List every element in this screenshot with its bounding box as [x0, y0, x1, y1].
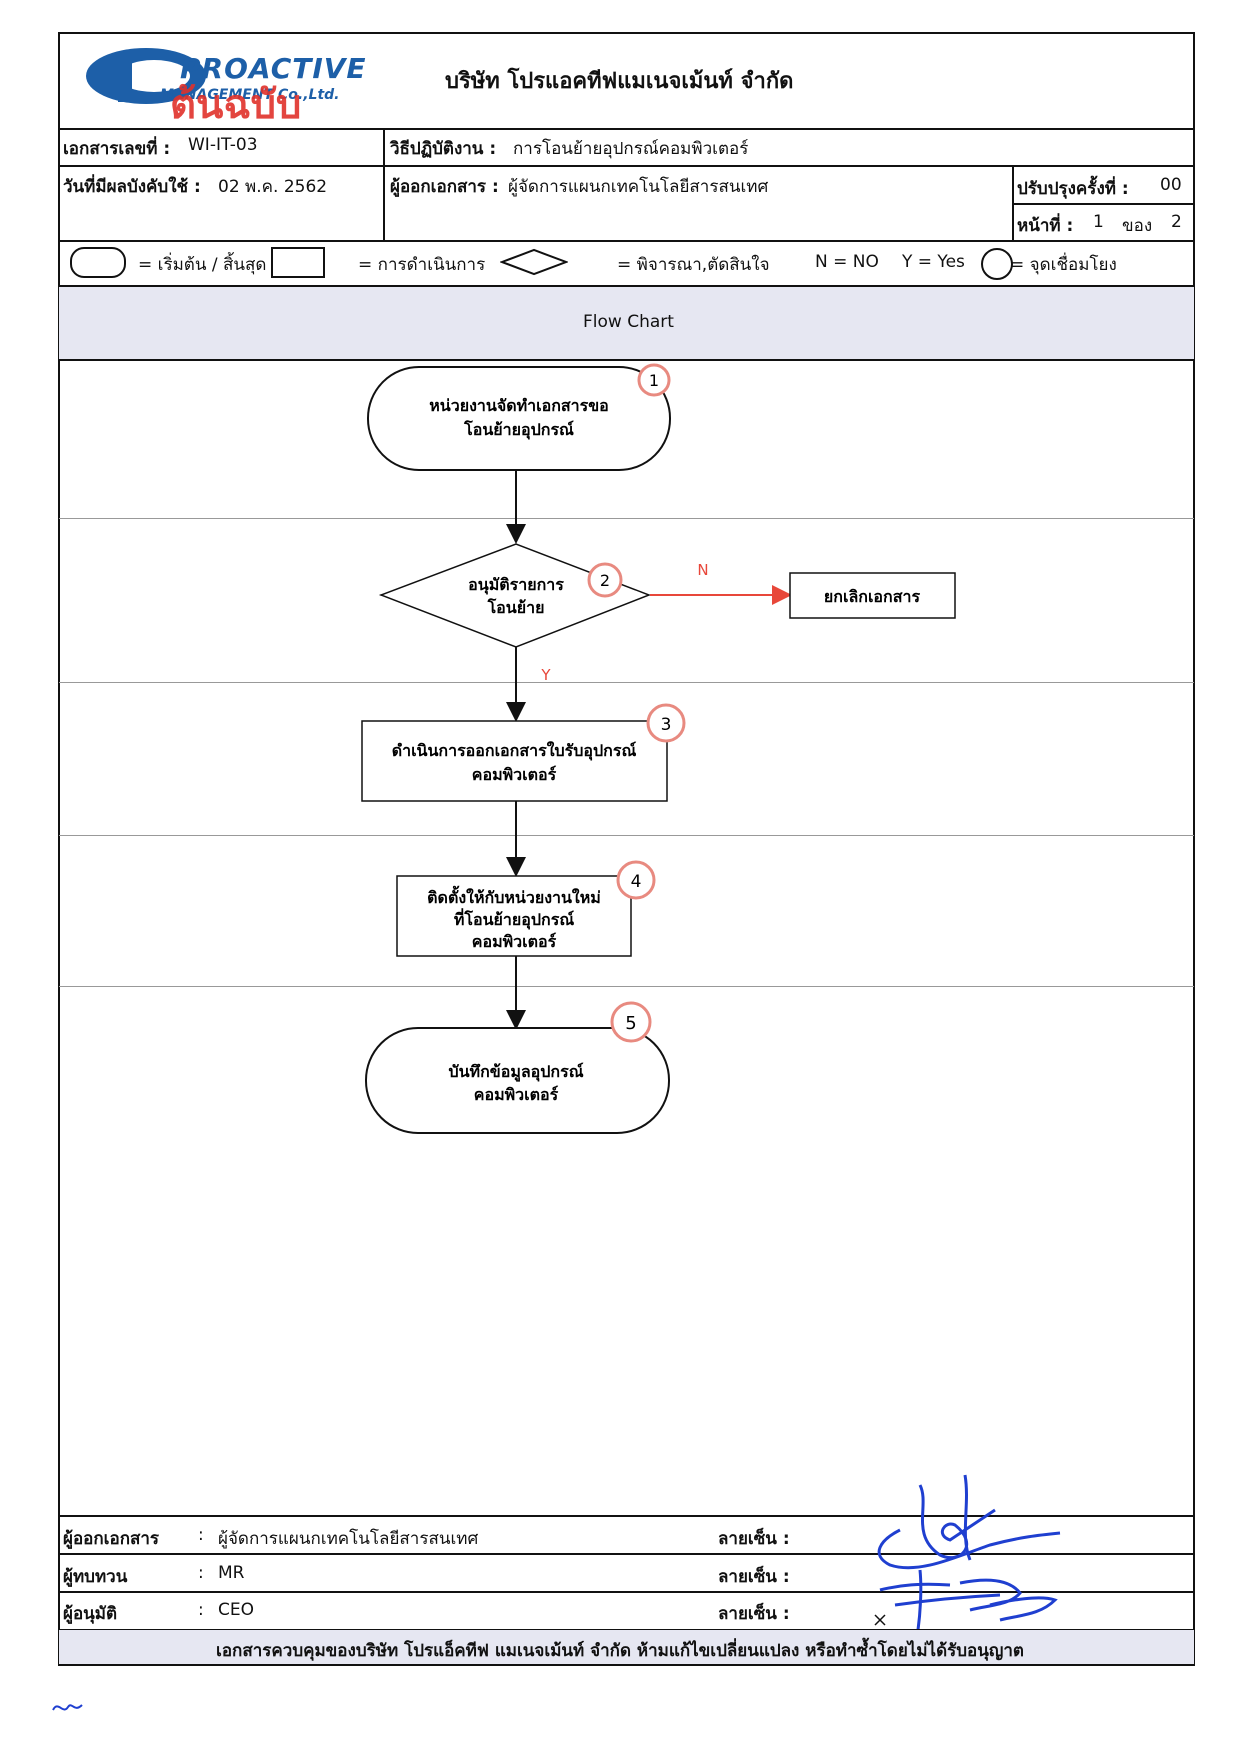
step3-label-line2: คอมพิวเตอร์ [472, 765, 557, 784]
legend-terminator-symbol [70, 247, 126, 278]
divider [58, 165, 1195, 167]
divider [58, 1591, 1195, 1593]
step1-label-line1: หน่วยงานจัดทำเอกสารขอ [429, 396, 609, 415]
legend-connector: = จุดเชื่อมโยง [1010, 255, 1117, 275]
step4-label-line1: ติดตั้งให้กับหน่วยงานใหม่ [427, 885, 601, 907]
step5-terminator [365, 1027, 670, 1134]
divider [58, 240, 1195, 242]
revision-number: 00 [1160, 175, 1182, 195]
step3-number-circle [646, 703, 686, 743]
legend-process: = การดำเนินการ [358, 255, 486, 275]
legend-connector-symbol [981, 248, 1013, 280]
effective-date: 02 พ.ค. 2562 [218, 177, 328, 197]
legend-start-end: = เริ่มต้น / สิ้นสุด [138, 255, 267, 275]
footer-notice: เอกสารควบคุมของบริษัท โปรแอ็คทีฟ แมเนจเม… [216, 1641, 1024, 1661]
original-stamp: ต้นฉบับ [170, 82, 302, 128]
step1-number-circle [637, 363, 671, 397]
step2-number: 2 [600, 571, 610, 590]
step2-label-line2: โอนย้าย [487, 597, 545, 617]
divider [383, 128, 385, 240]
procedure-label: วิธีปฏิบัติงาน : [390, 139, 497, 159]
step5-label-line1: บันทึกข้อมูลอุปกรณ์ [448, 1062, 583, 1083]
step1-terminator [367, 366, 671, 471]
issuer-value: ผู้จัดการแผนกเทคโนโลยีสารสนเทศ [508, 177, 769, 197]
step2-number-circle [587, 562, 623, 598]
step1-label-line2: โอนย้ายอุปกรณ์ [463, 419, 574, 440]
company-name: บริษัท โปรแอคทีฟแมเนจเม้นท์ จำกัด [445, 69, 794, 94]
company-logo [78, 40, 378, 125]
lane-divider [59, 986, 1194, 987]
lane-divider [59, 835, 1194, 836]
step4-number: 4 [631, 872, 642, 892]
flowchart-title: Flow Chart [583, 312, 674, 332]
step1-number: 1 [649, 371, 659, 390]
divider [1012, 165, 1014, 240]
step5-number: 5 [625, 1013, 636, 1034]
footer-band [59, 1630, 1194, 1664]
approval-approver-value: CEO [218, 1600, 254, 1620]
effective-date-label: วันที่มีผลบังคับใช้ : [63, 177, 201, 197]
step2-label-line1: อนุมัติรายการ [468, 575, 564, 595]
logo-name: PROACTIVE [180, 52, 367, 85]
issuer-label: ผู้ออกเอกสาร : [390, 177, 499, 197]
flowchart-title-band [59, 286, 1194, 360]
logo-subtitle: MANAGEMENT Co.,Ltd. [160, 87, 340, 103]
divider [58, 128, 1195, 130]
total-pages: 2 [1171, 212, 1182, 232]
approval-approver-sign-label: ลายเซ็น : [718, 1604, 790, 1624]
revision-label: ปรับปรุงครั้งที่ : [1017, 179, 1129, 199]
approval-reviewer-value: MR [218, 1563, 245, 1583]
page-number: 1 [1093, 212, 1104, 232]
doc-no: WI-IT-03 [188, 135, 258, 155]
divider [58, 1515, 1195, 1517]
page-label: หน้าที่ : [1017, 216, 1074, 236]
step4-label-line3: คอมพิวเตอร์ [472, 932, 557, 951]
approval-issuer-colon: : [198, 1525, 204, 1545]
legend-process-symbol [271, 247, 325, 278]
step4-number-circle [616, 860, 656, 900]
no-label: N [697, 561, 708, 579]
doc-no-label: เอกสารเลขที่ : [63, 139, 171, 159]
lane-divider [59, 518, 1194, 519]
step3-number: 3 [661, 715, 672, 735]
step2-decision [378, 543, 652, 648]
legend-yes: Y = Yes [902, 252, 965, 272]
of-label: ของ [1122, 216, 1153, 236]
approval-reviewer-label: ผู้ทบทวน [63, 1567, 128, 1587]
approval-reviewer-colon: : [198, 1563, 204, 1583]
handwritten-initials [52, 1704, 83, 1711]
step5-number-circle [610, 1001, 652, 1043]
approval-reviewer-sign-label: ลายเซ็น : [718, 1567, 790, 1587]
step4-label-line2: ที่โอนย้ายอุปกรณ์ [454, 908, 574, 930]
procedure-title: การโอนย้ายอุปกรณ์คอมพิวเตอร์ [513, 139, 749, 159]
approval-approver-label: ผู้อนุมัติ [63, 1604, 118, 1624]
step3-label-line1: ดำเนินการออกเอกสารใบรับอุปกรณ์ [392, 741, 637, 761]
step3-process [361, 720, 668, 802]
step4-process [396, 875, 632, 957]
approval-issuer-value: ผู้จัดการแผนกเทคโนโลยีสารสนเทศ [218, 1529, 479, 1549]
document-frame [58, 32, 1195, 1666]
legend-no: N = NO [815, 252, 879, 272]
lane-divider [59, 682, 1194, 683]
yes-label: Y [540, 666, 551, 684]
reject-label: ยกเลิกเอกสาร [824, 587, 921, 606]
approval-approver-colon: : [198, 1600, 204, 1620]
step5-label-line2: คอมพิวเตอร์ [474, 1085, 559, 1104]
signature-scribbles [874, 1474, 1061, 1631]
legend-decision-symbol [499, 248, 569, 280]
reject-box [789, 572, 956, 619]
approval-issuer-label: ผู้ออกเอกสาร [63, 1529, 160, 1549]
divider [58, 1553, 1195, 1555]
divider [1012, 203, 1195, 205]
divider [58, 285, 1195, 287]
legend-decision: = พิจารณา,ตัดสินใจ [617, 255, 770, 275]
divider [58, 359, 1195, 361]
approval-issuer-sign-label: ลายเซ็น : [718, 1529, 790, 1549]
